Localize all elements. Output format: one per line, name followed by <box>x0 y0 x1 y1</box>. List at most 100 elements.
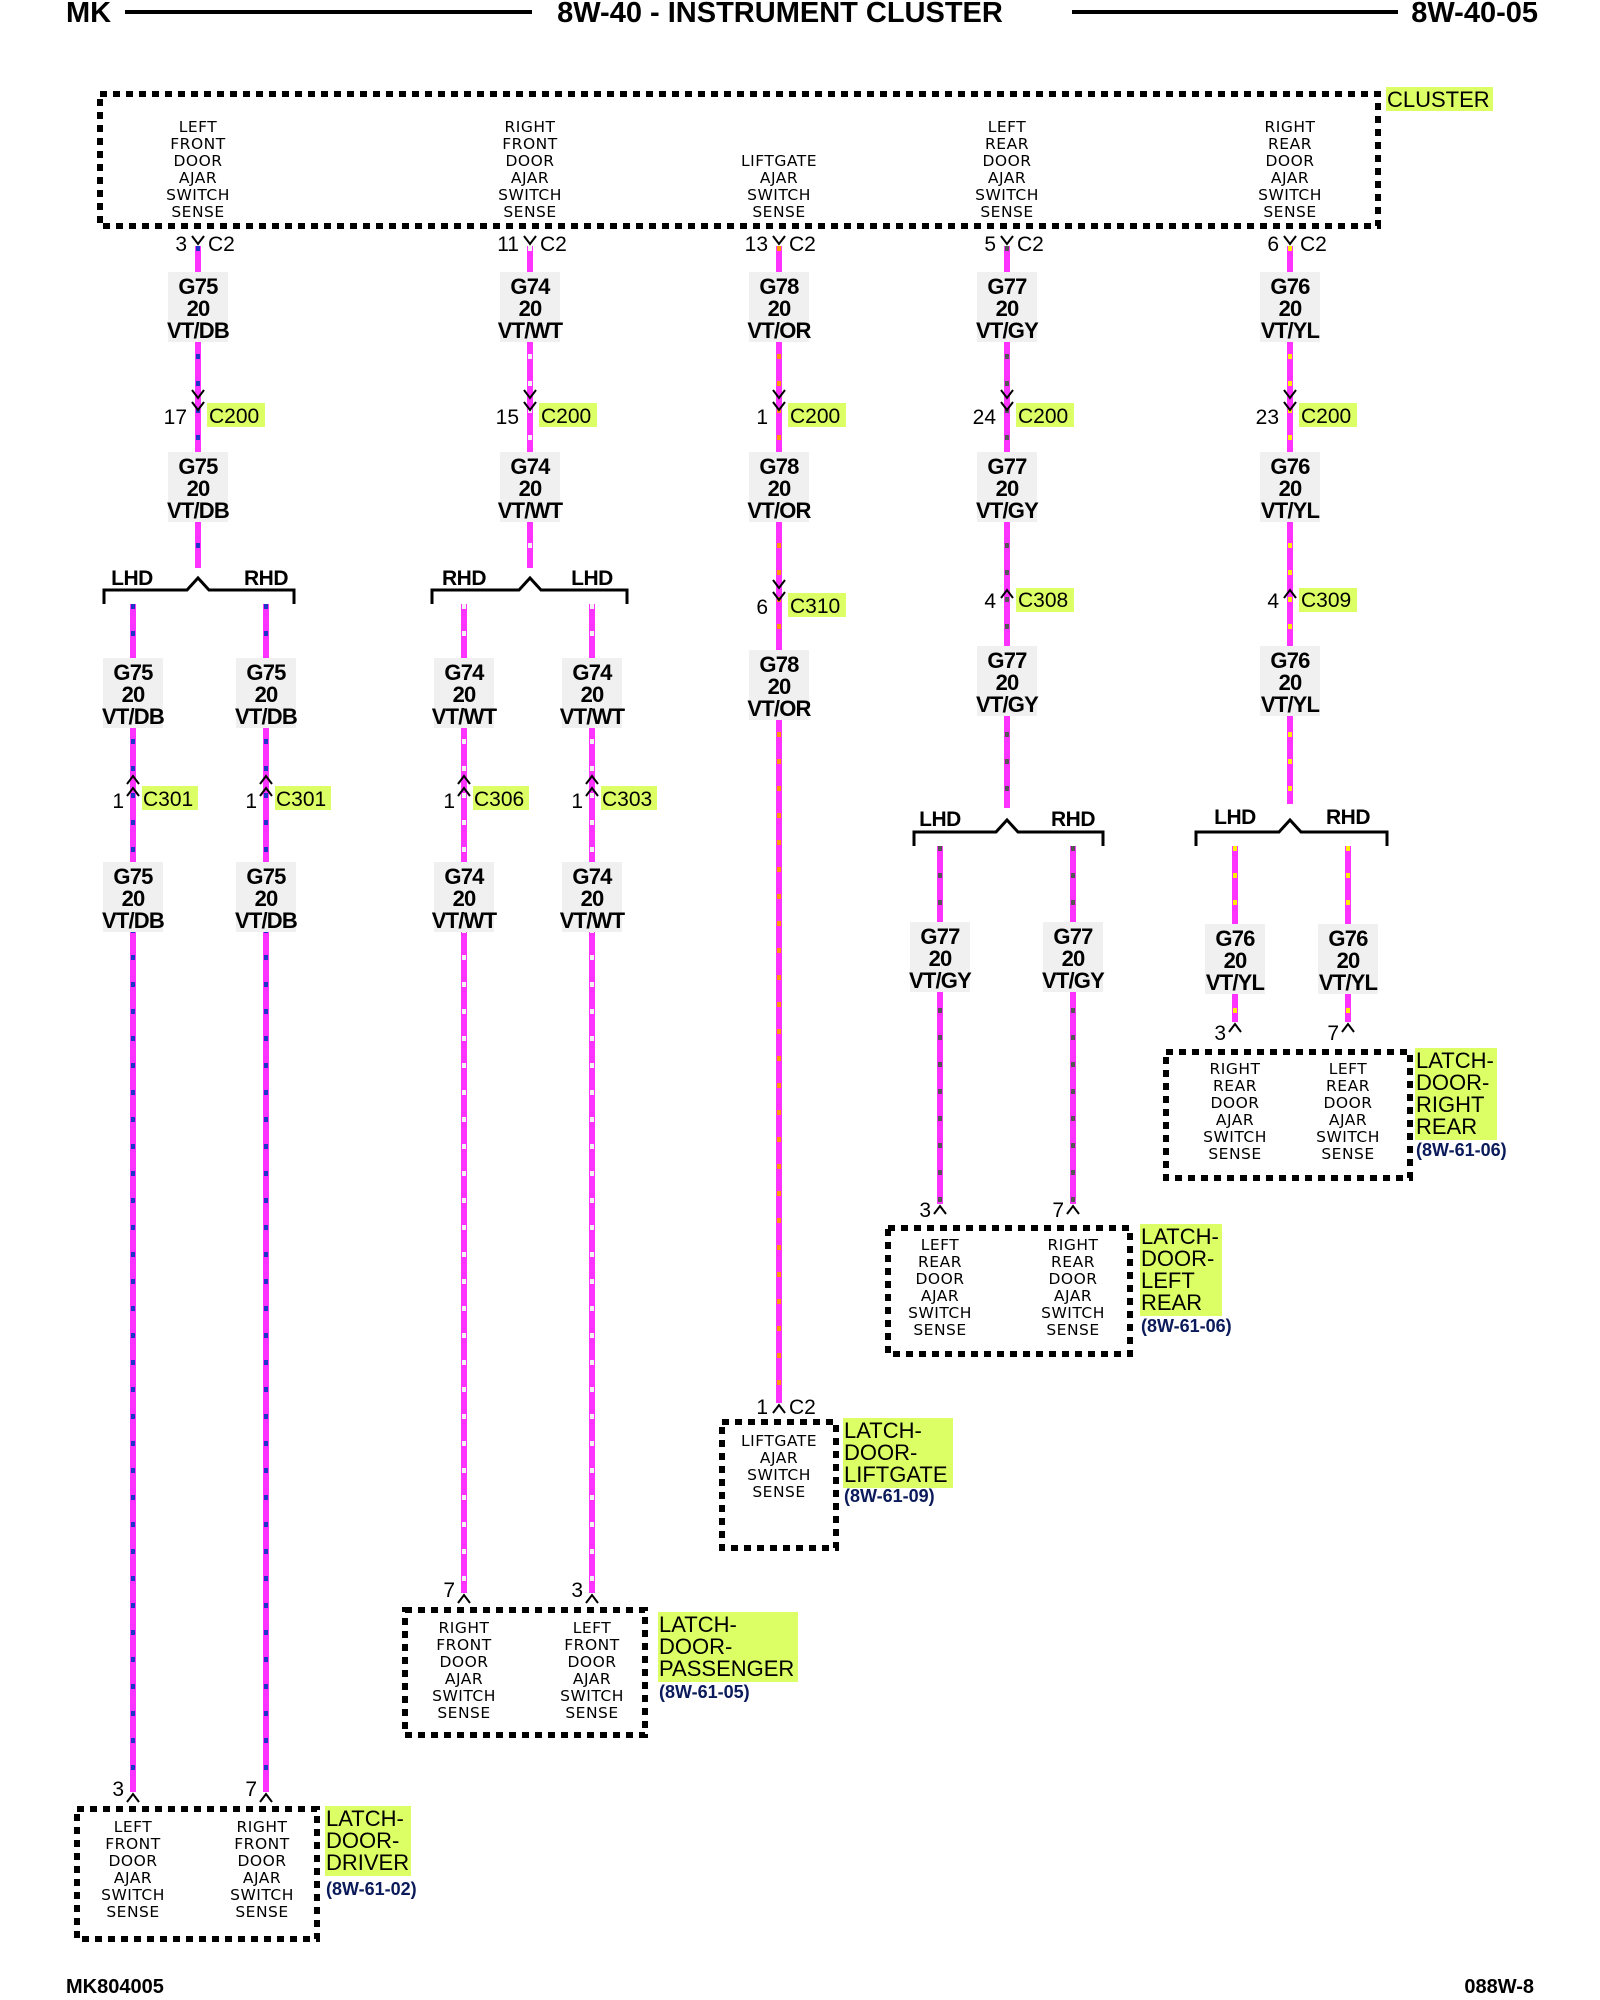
branch-label-lhd: LHD <box>919 808 961 831</box>
wire-circuit-id: G74 <box>572 660 613 685</box>
connector-c306: 1 C306 <box>443 774 529 813</box>
wire-circuit-id: G78 <box>759 454 799 479</box>
component-name-highlight <box>325 1806 411 1876</box>
wire-gauge: 20 <box>1337 948 1360 973</box>
wire-label-bg <box>749 272 809 342</box>
connector-pin: 1 <box>756 406 768 429</box>
wire-label-bg <box>977 646 1037 716</box>
connector-pin: 4 <box>1267 590 1279 613</box>
wire-labels: G7520VT/DBG7520VT/DBG7520VT/DBG7520VT/DB… <box>102 272 1378 995</box>
wire-gauge: 20 <box>519 476 542 501</box>
wire-gauge: 20 <box>1279 296 1302 321</box>
wire-label-bg <box>103 658 163 728</box>
wire-circuit-id: G74 <box>444 864 485 889</box>
connector-symbol <box>523 235 537 246</box>
wire-color-code: VT/YL <box>1261 498 1320 523</box>
wire-circuit-id: G78 <box>759 274 799 299</box>
wire-gauge: 20 <box>1279 476 1302 501</box>
wire-label-bg <box>562 862 622 932</box>
wire-color-code: VT/YL <box>1206 970 1265 995</box>
wire-circuit-id: G75 <box>178 454 218 479</box>
branch-labels: LHD RHD RHD LHD LHD RHD LHD RHD <box>111 567 1371 831</box>
connector-pin: 1 <box>571 790 583 813</box>
cluster-terminal: 3 C2 <box>175 233 235 256</box>
cluster-terminal: 6 C2 <box>1267 233 1327 256</box>
wire-gauge: 20 <box>768 674 791 699</box>
connector-symbol <box>1000 588 1014 599</box>
connector-highlight <box>207 403 265 427</box>
connector-c200: 17 C200 <box>164 389 265 429</box>
wire-gauge: 20 <box>453 886 476 911</box>
connector-name: C2 <box>1300 233 1327 256</box>
terminal-caret <box>772 1403 786 1414</box>
footer-code: 088W-8 <box>1464 1976 1534 1998</box>
wire-label-bg <box>1043 922 1103 992</box>
connector-symbol <box>126 786 140 797</box>
wire-label-bg <box>434 658 494 728</box>
wire-label-bg <box>1260 272 1320 342</box>
wire-gauge: 20 <box>255 886 278 911</box>
wire-gauge: 20 <box>996 670 1019 695</box>
wire-color-code: VT/YL <box>1261 318 1320 343</box>
connector-highlight <box>539 403 597 427</box>
wire-circuit-id: G76 <box>1270 274 1310 299</box>
component-terminals <box>126 1022 1355 1803</box>
wire-circuit-id: G74 <box>510 454 551 479</box>
connector-c200: 1 C200 <box>756 389 846 429</box>
wire-color-code: VT/DB <box>235 704 297 729</box>
wire-circuit-id: G75 <box>246 660 286 685</box>
wire-label-bg <box>1260 452 1320 522</box>
component-box <box>402 1607 648 1738</box>
connector-highlight <box>1016 588 1074 612</box>
wire-label-bg <box>977 272 1037 342</box>
connector-symbol <box>1000 235 1014 246</box>
wire-color-code: VT/WT <box>560 908 626 933</box>
wire-color-code: VT/GY <box>976 318 1039 343</box>
cluster-terminal: 5 C2 <box>984 233 1044 256</box>
connector-highlight <box>1299 403 1357 427</box>
component-ref: (8W-61-05) <box>659 1682 750 1702</box>
wire-circuit-id: G76 <box>1270 648 1310 673</box>
connector-highlight <box>1016 403 1074 427</box>
connector-symbol <box>1283 588 1297 599</box>
connector-symbol <box>772 401 786 412</box>
connector-pin: 1 <box>443 790 455 813</box>
wire-color-code: VT/GY <box>976 498 1039 523</box>
wire-color-code: VT/DB <box>167 318 229 343</box>
connector-highlight <box>1299 588 1357 612</box>
wire-label-bg <box>168 272 228 342</box>
wire-gauge: 20 <box>996 296 1019 321</box>
connector-highlight <box>601 786 657 810</box>
wire-label-bg <box>910 922 970 992</box>
wire-color-code: VT/OR <box>747 696 811 721</box>
wire-color-code: VT/WT <box>498 318 564 343</box>
pin-number: 6 <box>1267 233 1279 256</box>
branch-brackets <box>102 575 1389 846</box>
pin-number: 11 <box>497 233 519 256</box>
connector-c200: 15 C200 <box>496 389 597 429</box>
connector-symbol <box>772 591 786 602</box>
connector-symbol <box>772 579 786 590</box>
connector-name: C2 <box>208 233 235 256</box>
inline-connectors: 17 C200 15 C200 1 C200 24 C200 <box>112 389 1357 813</box>
wire-circuit-id: G76 <box>1270 454 1310 479</box>
wire-gauge: 20 <box>187 296 210 321</box>
connector-pin: 24 <box>973 406 997 429</box>
connector-symbol <box>585 774 599 785</box>
connector-name: C308 <box>1018 589 1068 612</box>
branch-label-lhd: LHD <box>111 567 153 590</box>
wire-label-bg <box>168 452 228 522</box>
connector-symbol <box>457 786 471 797</box>
connector-pin: 17 <box>164 406 187 429</box>
